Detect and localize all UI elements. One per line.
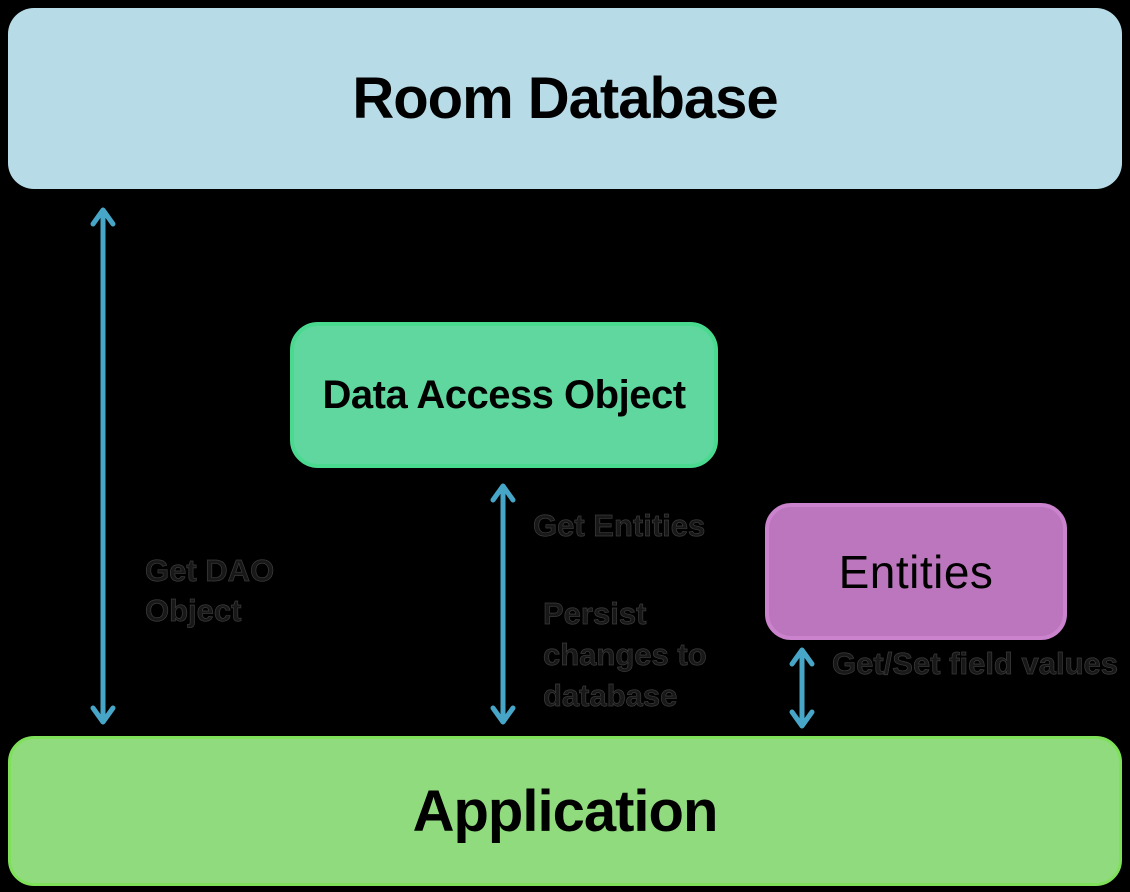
label-persist-changes: Persist changes to database [543,593,707,716]
data-access-object-label: Data Access Object [322,372,686,417]
label-persist-line3: database [543,678,678,714]
label-persist-line1: Persist [543,596,647,632]
box-data-access-object: Data Access Object [290,322,718,468]
label-get-dao-object-line1: Get DAO [145,553,275,589]
label-get-set-field-values-text: Get/Set field values [832,646,1119,682]
room-database-label: Room Database [352,66,778,131]
label-get-dao-object-line2: Object [145,593,242,629]
box-entities: Entities [765,503,1067,640]
box-room-database: Room Database [8,8,1122,189]
label-persist-line2: changes to [543,637,707,673]
label-get-set-field-values: Get/Set field values [832,644,1119,684]
label-get-entities: Get Entities [533,506,706,546]
label-get-entities-text: Get Entities [533,508,706,544]
label-get-dao-object: Get DAO Object [145,551,275,631]
entities-label: Entities [838,545,994,598]
box-application: Application [8,736,1122,886]
application-label: Application [412,778,719,844]
